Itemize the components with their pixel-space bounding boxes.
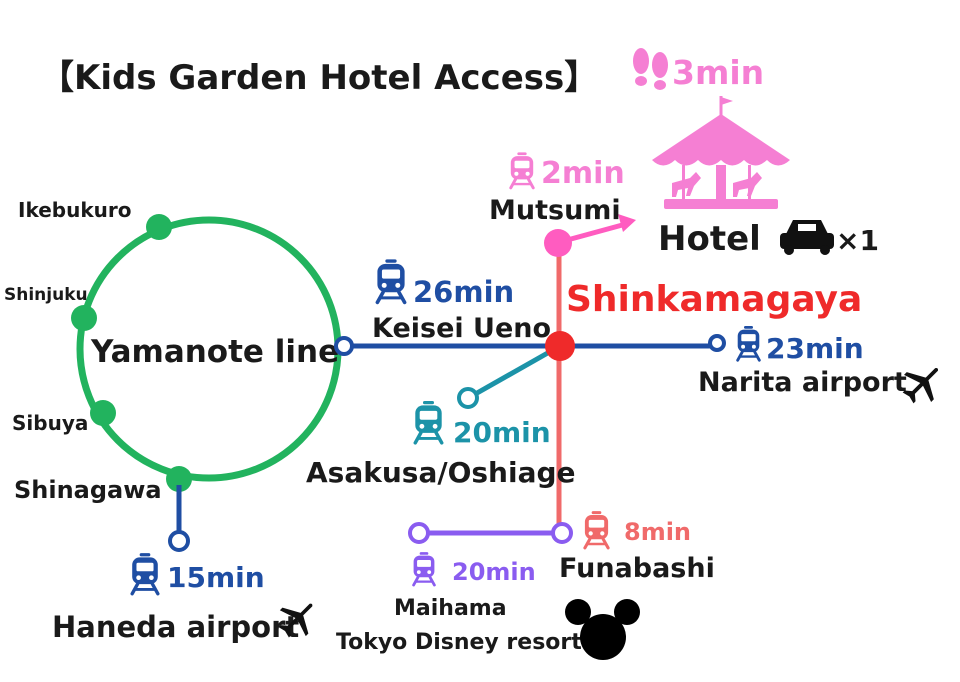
station-label-ikebukuro: Ikebukuro [18, 198, 131, 222]
disney-resort-label: Tokyo Disney resort [336, 630, 582, 655]
maihama-time: 20min [452, 558, 536, 586]
asakusa-time: 20min [453, 416, 551, 449]
narita-time: 23min [766, 332, 864, 365]
station-dot-shinagawa [166, 466, 192, 492]
page-title: 【Kids Garden Hotel Access】 [40, 58, 598, 98]
station-dot-shinkamagaya [545, 331, 575, 361]
carousel-icon [652, 96, 790, 209]
train-icon [736, 326, 761, 362]
station-dot-sibuya [90, 400, 116, 426]
station-label-maihama: Maihama [394, 596, 507, 621]
station-label-narita: Narita airport [698, 367, 907, 398]
mouse-ears-icon [565, 599, 640, 660]
train-icon [130, 553, 160, 596]
station-label-shinjuku: Shinjuku [4, 285, 88, 305]
station-dot-shinjuku [71, 305, 97, 331]
station-dot-narita [708, 334, 726, 352]
train-icon [412, 552, 436, 587]
car-icon [780, 220, 834, 255]
walk-arrow-head [618, 214, 636, 232]
station-dot-funabashi [551, 522, 573, 544]
walk-time: 3min [672, 53, 764, 92]
station-dot-ikebukuro [146, 214, 172, 240]
yamanote-label: Yamanote line [90, 334, 339, 370]
station-label-shinagawa: Shinagawa [14, 476, 162, 504]
asakusa-line [468, 343, 562, 400]
station-dot-asakusa [457, 387, 479, 409]
station-label-asakusa: Asakusa/Oshiage [306, 456, 576, 489]
hotel-label: Hotel [658, 219, 761, 259]
keisei-ueno-time: 26min [413, 275, 514, 309]
station-dot-haneda [168, 530, 190, 552]
station-label-mutsumi: Mutsumi [489, 195, 621, 226]
train-icon [583, 511, 610, 550]
station-label-keisei-ueno: Keisei Ueno [372, 313, 551, 344]
station-dot-keisei-ueno [334, 336, 354, 356]
train-icon [509, 152, 535, 190]
station-label-shinkamagaya: Shinkamagaya [566, 279, 862, 320]
station-dot-maihama [408, 522, 430, 544]
train-icon [375, 259, 407, 305]
footprints-icon [633, 48, 668, 90]
funabashi-time: 8min [624, 518, 691, 546]
train-icon [413, 401, 444, 445]
station-label-sibuya: Sibuya [12, 411, 88, 435]
car-count: ×1 [836, 224, 879, 257]
station-label-funabashi: Funabashi [559, 553, 715, 584]
haneda-time: 15min [167, 561, 265, 594]
station-label-haneda: Haneda airport [52, 610, 299, 644]
station-dot-mutsumi [544, 229, 572, 257]
mutsumi-time: 2min [541, 156, 625, 191]
